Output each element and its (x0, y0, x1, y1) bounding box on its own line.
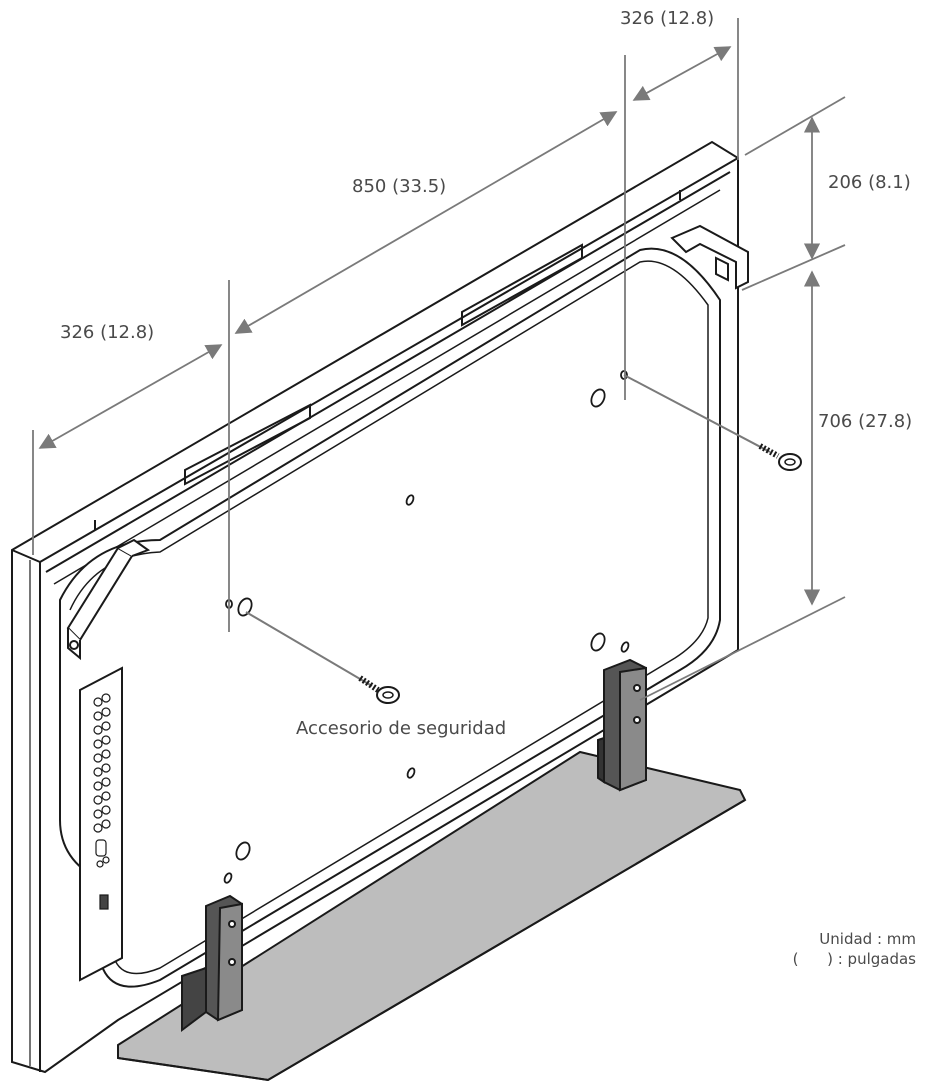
top-width-arrow (234, 111, 618, 334)
right-handle (670, 224, 749, 290)
safety-accessory-label: Accesorio de seguridad (296, 718, 506, 739)
dimension-lines (32, 18, 846, 701)
left-handle (66, 538, 151, 661)
eye-bolt-right (623, 374, 802, 471)
top-right-width-arrow (632, 46, 732, 101)
top-width-label: 850 (33.5) (352, 176, 446, 197)
stand-bracket-left (181, 894, 243, 1032)
stand-bracket-right (597, 658, 647, 792)
lower-height-label: 706 (27.8) (818, 411, 912, 432)
unit-inch-label: ( ) : pulgadas (793, 950, 917, 968)
top-right-width-label: 326 (12.8) (620, 8, 714, 29)
unit-mm-label: Unidad : mm (819, 930, 916, 948)
upper-height-label: 206 (8.1) (828, 172, 911, 193)
top-left-width-label: 326 (12.8) (60, 322, 154, 343)
left-width-arrow (38, 344, 223, 449)
eye-bolt-left (245, 611, 400, 704)
mounting-holes (223, 370, 630, 884)
connector-panel (79, 666, 123, 982)
dimension-arrows (38, 46, 821, 606)
